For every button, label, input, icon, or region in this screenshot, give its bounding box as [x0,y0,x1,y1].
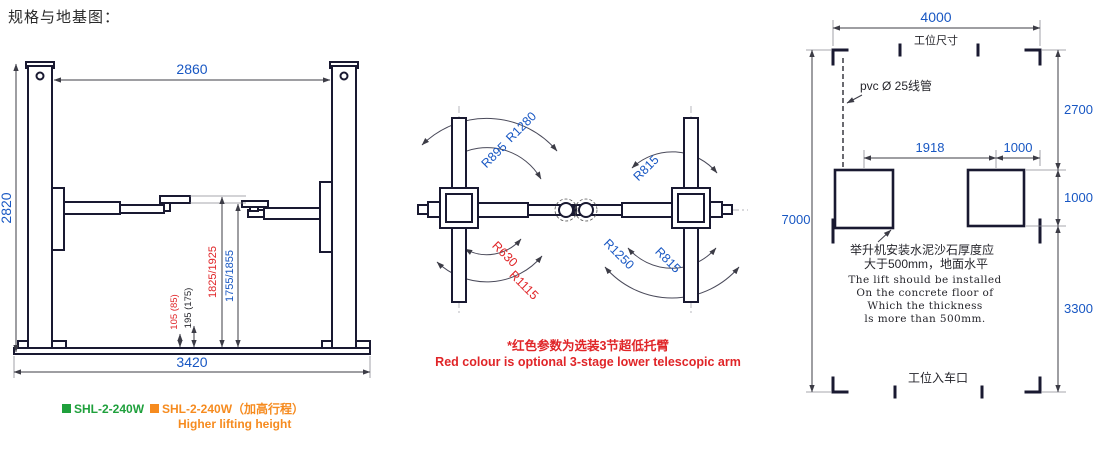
right-arm-pad [241,200,269,208]
right-column-pad [966,168,1026,228]
install-note-en-line1: The lift should be installed [848,274,1001,286]
right-pulley [339,71,349,81]
pvc-leader [846,94,863,104]
install-note-en-line3: Which the thickness [867,300,982,312]
pvc-label: pvc Ø 25线管 [860,78,932,93]
radius-label-r815-top: R815 [631,153,662,184]
dim-label-1000-vertical: 1000 [1064,190,1093,205]
arc-r815-bottom [627,247,717,269]
left-pad-stem [163,202,171,212]
arc-r630 [464,238,522,256]
note-leader [877,229,892,243]
bay-corner-bottom-left [831,376,849,394]
dim-label-4000: 4000 [920,9,951,25]
dim-label-pad-min-std: 195 (175) [183,288,194,329]
legend-swatch-high [150,404,159,413]
install-note-cn-line2: 大于500mm，地面水平 [864,257,988,271]
dim-label-2700: 2700 [1064,102,1093,117]
arc-r1280 [421,117,558,152]
install-note-en-line2: On the concrete floor of [856,287,994,299]
left-arm-segment2 [119,204,165,214]
right-arm-plan-seg1 [621,202,673,218]
dim-label-7000: 7000 [782,212,811,227]
dim-label-pad-min-high: 105 (85) [169,294,180,329]
page-title: 规格与地基图： [8,10,121,26]
arc-r1250 [604,266,740,299]
option-note-cn: *红色参数为选装3节超低托臂 [507,338,669,353]
dim-label-3300: 3300 [1064,301,1093,316]
dim-label-lift-std: 1755/1855 [224,250,236,302]
left-arm-pad-plan [558,202,574,218]
option-note-en: Red colour is optional 3-stage lower tel… [435,355,741,369]
left-column-pad [833,168,895,230]
radius-label-r895: R895 [479,140,510,171]
bay-corner-bottom-right [1024,376,1042,394]
radius-label-r1115: R1115 [507,268,542,303]
dim-label-2860: 2860 [176,61,207,77]
foundation-plan: 4000 工位尺寸 pvc Ø 25线管 [782,9,1093,399]
dim-label-lift-high: 1825/1925 [207,246,219,298]
dim-label-3420: 3420 [176,354,207,370]
dim-label-2820: 2820 [0,192,14,223]
legend-swatch-standard [62,404,71,413]
bay-corner-top-right [1024,48,1042,66]
bay-corner-top-left [831,48,849,66]
dim-label-1918: 1918 [916,140,945,155]
left-arm-pad [159,195,191,204]
legend-label-high: SHL-2-240W（加高行程） [162,401,304,416]
install-note-en-line4: ls more than 500mm. [864,313,985,325]
left-arm-segment1 [63,201,121,215]
left-carriage [51,187,65,251]
left-post [27,65,53,349]
legend-label-standard: SHL-2-240W [74,402,145,416]
right-arm-segment1 [263,207,321,220]
front-view: 2860 2820 3420 1825/1925 1755/1855 105 (… [0,61,371,431]
radius-label-r815-bottom: R815 [652,245,683,276]
left-outer-arm-stub [427,201,441,218]
arc-r815-top [631,151,718,174]
right-carriage [319,181,333,253]
right-post [331,65,357,349]
entrance-label: 工位入车口 [908,370,968,385]
radius-label-r1250: R1250 [601,236,637,272]
left-pulley [35,71,45,81]
arc-r1115 [436,255,543,283]
bay-size-label: 工位尺寸 [914,33,958,47]
legend-sublabel-high: Higher lifting height [178,417,291,431]
install-note-cn-line1: 举升机安装水泥沙石厚度应 [850,242,994,257]
right-arm-pad-plan [578,202,594,218]
right-outer-arm-stub [709,201,723,218]
dim-label-1000-horizontal: 1000 [1004,140,1033,155]
radius-label-r1280: R1280 [503,109,539,145]
left-arm-plan-seg1 [477,202,529,218]
top-view: R895 R1280 R630 R1115 R815 R1250 R815 *红… [417,106,748,369]
